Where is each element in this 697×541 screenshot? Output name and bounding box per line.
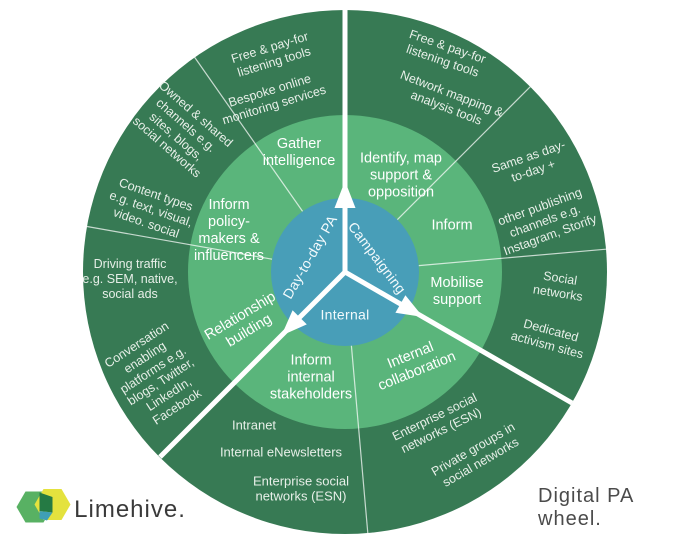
sector-divider-bottom-left [158,270,347,459]
divider-inform-mobilise [418,248,607,267]
divider-informpolicy-relationship [86,225,273,260]
divider-gather-informpolicy [194,57,304,212]
diagram-caption: Digital PA wheel. [538,485,634,530]
logo-overlap-teal [39,511,53,521]
logo-overlap-dark [39,492,53,513]
arrow-lower-left-icon [281,310,307,336]
divider-identify-inform [396,86,531,221]
segment-dividers [86,57,607,534]
limehive-logo [16,489,71,523]
sector-dividers [158,10,574,459]
arrow-up-icon [334,181,356,208]
arrow-lower-right-icon [395,295,423,317]
brand-name: Limehive. [74,496,186,523]
divider-internalstakeholders-collaboration [350,345,369,534]
sector-arrows [281,181,423,336]
sector-divider-bottom-right [343,269,574,406]
